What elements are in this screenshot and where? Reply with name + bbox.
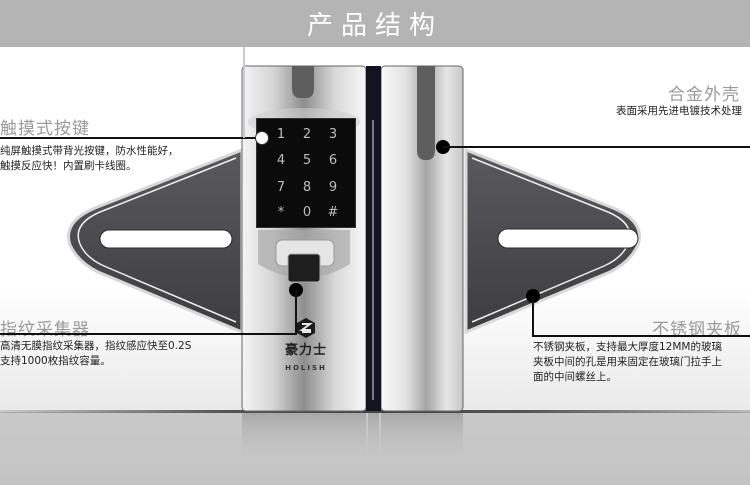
desc-line: 高清无膜指纹采集器，指纹感应快至0.2S	[0, 340, 192, 352]
key-hash[interactable]: #	[327, 205, 339, 220]
key-4[interactable]: 4	[276, 153, 286, 168]
callout-alloy-shell-title: 合金外壳	[668, 85, 740, 105]
callout-dot-touch-keys	[255, 131, 269, 145]
key-7[interactable]: 7	[276, 180, 286, 195]
callout-alloy-shell-desc: 表面采用先进电镀技术处理	[616, 104, 742, 119]
key-0[interactable]: 0	[302, 205, 312, 220]
leader-line-fingerprint	[0, 333, 297, 335]
page-title: 产品结构	[306, 11, 443, 41]
key-3[interactable]: 3	[328, 127, 338, 142]
callout-fingerprint-desc: 高清无膜指纹采集器，指纹感应快至0.2S 支持1000枚指纹容量。	[0, 339, 191, 369]
key-6[interactable]: 6	[328, 153, 338, 168]
callout-clamp-plate-desc: 不锈钢夹板，支持最大厚度12MM的玻璃 夹板中间的孔是用来固定在玻璃门拉手上 面…	[533, 340, 722, 385]
callout-touch-keys-title: 触摸式按键	[0, 119, 90, 139]
brand-name-en: HOLISH	[285, 364, 327, 372]
floor-edge	[0, 410, 750, 413]
desc-line: 夹板中间的孔是用来固定在玻璃门拉手上	[533, 356, 722, 368]
leader-line-fingerprint-vertical	[295, 290, 297, 334]
callout-fingerprint-title: 指纹采集器	[0, 320, 90, 340]
product-stage: 1 2 3 4 5 6 7 8 9 * 0 # 豪力士 HOLISH 触摸式按键…	[0, 47, 750, 485]
leader-line-clamp-plate	[532, 335, 750, 337]
touch-keypad[interactable]: 1 2 3 4 5 6 7 8 9 * 0 #	[256, 118, 356, 228]
key-8[interactable]: 8	[302, 180, 312, 195]
callout-alloy-shell: 合金外壳	[668, 80, 740, 105]
callout-touch-keys: 触摸式按键	[0, 114, 90, 139]
callout-touch-keys-desc: 纯屏触摸式带背光按键，防水性能好， 触摸反应快！内置刷卡线圈。	[0, 144, 179, 174]
left-plate-slot	[99, 229, 233, 249]
key-1[interactable]: 1	[276, 127, 286, 142]
right-plate-slot	[497, 228, 639, 249]
leader-line-touch-keys	[0, 137, 258, 139]
key-9[interactable]: 9	[328, 180, 338, 195]
key-5[interactable]: 5	[302, 153, 312, 168]
fingerprint-sensor	[287, 253, 321, 283]
desc-line: 表面采用先进电镀技术处理	[616, 105, 742, 117]
key-star[interactable]: *	[277, 205, 285, 220]
brand-logo-icon	[297, 318, 315, 338]
lock-illustration	[67, 65, 641, 463]
desc-line: 面的中间螺丝上。	[533, 371, 617, 383]
leader-line-clamp-plate-vertical	[532, 296, 534, 336]
header-bar: 产品结构	[0, 0, 750, 47]
brand-name-cn: 豪力士	[284, 343, 327, 358]
leader-line-alloy-shell	[443, 146, 750, 148]
desc-line: 纯屏触摸式带背光按键，防水性能好，	[0, 145, 179, 157]
panel-edge	[243, 47, 245, 138]
desc-line: 触摸反应快！内置刷卡线圈。	[0, 160, 137, 172]
desc-line: 不锈钢夹板，支持最大厚度12MM的玻璃	[533, 341, 722, 353]
callout-fingerprint: 指纹采集器	[0, 315, 90, 340]
desc-line: 支持1000枚指纹容量。	[0, 355, 111, 367]
key-2[interactable]: 2	[302, 127, 312, 142]
